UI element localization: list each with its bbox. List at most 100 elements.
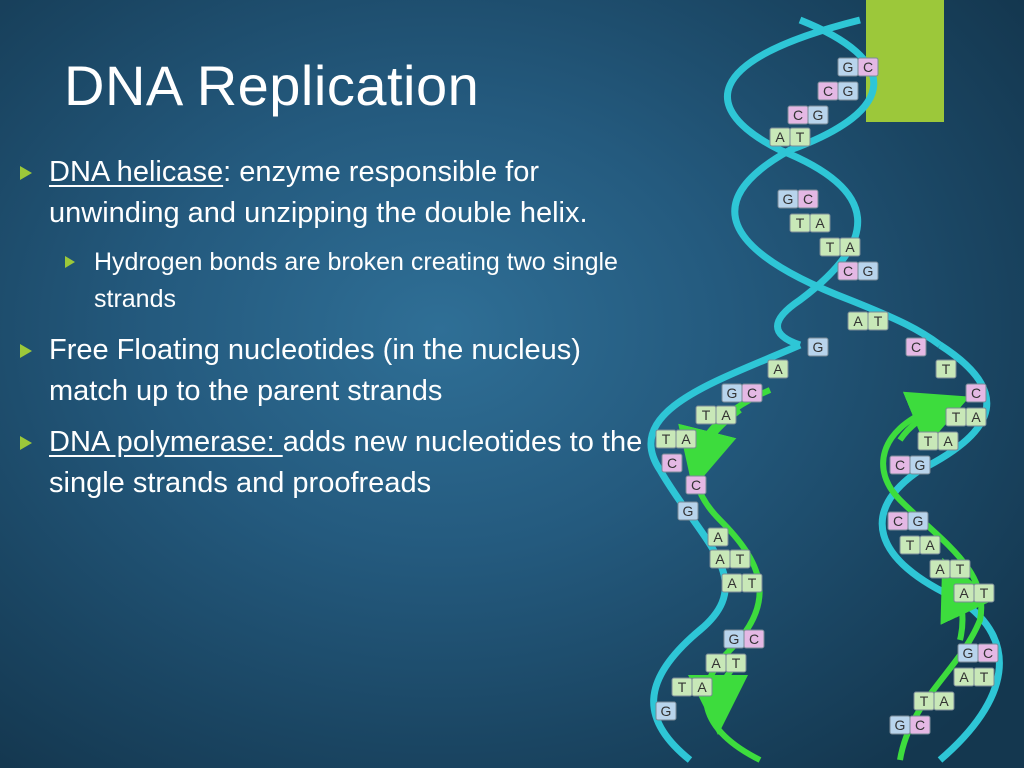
svg-text:G: G [915,457,926,473]
base-t: T [973,583,995,603]
base-a: A [675,429,697,449]
base-a: A [953,583,975,603]
base-c: C [965,383,987,403]
svg-text:T: T [952,409,961,425]
svg-text:T: T [748,575,757,591]
svg-text:A: A [721,407,731,423]
svg-text:T: T [702,407,711,423]
base-g: G [807,105,829,125]
svg-text:C: C [667,455,677,471]
bullet-arrow-icon [20,436,32,450]
base-g: G [857,261,879,281]
base-g: G [889,715,911,735]
svg-text:C: C [749,631,759,647]
helix-backbone-1 [724,16,862,349]
base-a: A [691,677,713,697]
base-g: G [721,383,743,403]
base-a: A [839,237,861,257]
base-c: C [887,511,909,531]
base-t: T [671,677,693,697]
svg-text:C: C [843,263,853,279]
svg-text:A: A [845,239,855,255]
base-t: T [729,549,751,569]
right-new-strand-arrow-1 [897,391,970,448]
base-g: G [837,81,859,101]
svg-text:A: A [715,551,725,567]
base-t: T [789,127,811,147]
hydrogen-bonds-text: Hydrogen bonds are broken creating two s… [94,248,618,313]
base-t: T [741,573,763,593]
svg-text:G: G [913,513,924,529]
bullet-polymerase: DNA polymerase: adds new nucleotides to … [14,422,664,504]
slide-title: DNA Replication [64,54,480,117]
svg-text:C: C [793,107,803,123]
base-a: A [767,359,789,379]
sub-bullet-hydrogen-bonds: Hydrogen bonds are broken creating two s… [14,244,664,318]
base-c: C [837,261,859,281]
base-t: T [973,667,995,687]
base-t: T [655,429,677,449]
svg-text:T: T [942,361,951,377]
base-a: A [715,405,737,425]
svg-text:T: T [736,551,745,567]
base-g: G [723,629,745,649]
svg-text:A: A [697,679,707,695]
base-a: A [721,573,743,593]
base-t: T [695,405,717,425]
bullet-arrow-icon [20,166,32,180]
svg-text:T: T [826,239,835,255]
base-a: A [847,311,869,331]
base-g: G [777,189,799,209]
svg-text:A: A [775,129,785,145]
svg-text:G: G [843,83,854,99]
base-t: T [819,237,841,257]
accent-bar [866,0,944,122]
svg-text:T: T [956,561,965,577]
base-a: A [709,549,731,569]
base-g: G [909,455,931,475]
base-a: A [965,407,987,427]
base-a: A [707,527,729,547]
svg-text:A: A [943,433,953,449]
base-t: T [949,559,971,579]
svg-text:A: A [935,561,945,577]
base-c: C [977,643,999,663]
free-floating-text: Free Floating nucleotides (in the nucleu… [49,334,581,407]
svg-text:C: C [983,645,993,661]
svg-text:A: A [925,537,935,553]
svg-text:C: C [895,457,905,473]
base-c: C [661,453,683,473]
svg-text:A: A [959,669,969,685]
base-a: A [705,653,727,673]
svg-text:G: G [661,703,672,719]
svg-text:G: G [729,631,740,647]
svg-text:T: T [906,537,915,553]
base-a: A [769,127,791,147]
base-c: C [905,337,927,357]
svg-text:C: C [863,59,873,75]
svg-text:A: A [959,585,969,601]
base-t: T [945,407,967,427]
polymerase-text: adds new nucleotides to the single stran… [49,426,643,499]
svg-text:C: C [823,83,833,99]
svg-text:A: A [815,215,825,231]
base-a: A [929,559,951,579]
svg-text:G: G [863,263,874,279]
svg-text:A: A [939,693,949,709]
svg-text:T: T [980,585,989,601]
bullet-arrow-icon [20,344,32,358]
base-c: C [857,57,879,77]
base-a: A [809,213,831,233]
term-polymerase: DNA polymerase: [49,426,283,458]
base-g: G [957,643,979,663]
base-t: T [935,359,957,379]
base-t: T [725,653,747,673]
svg-text:A: A [713,529,723,545]
base-g: G [837,57,859,77]
base-g: G [807,337,829,357]
base-g: G [907,511,929,531]
bullet-list: DNA helicase: enzyme responsible for unw… [14,152,664,514]
base-c: C [797,189,819,209]
